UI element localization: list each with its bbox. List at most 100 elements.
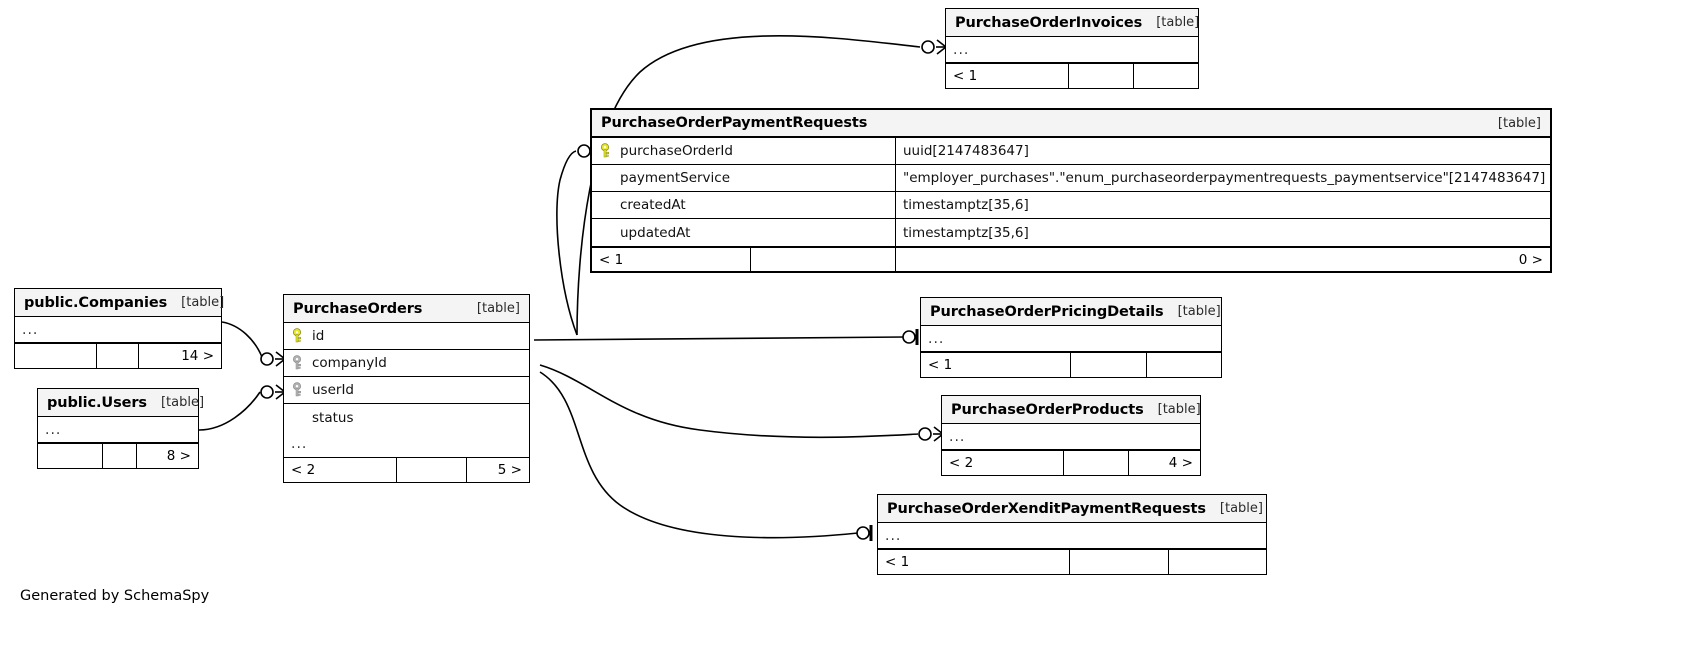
column-name: userId [312, 382, 354, 398]
table-kind-label: [table] [1497, 115, 1541, 131]
footer-incoming-count [15, 344, 97, 368]
table-node-purchase-order-products[interactable]: PurchaseOrderProducts [table] ... < 2 4 … [941, 395, 1201, 476]
column-row[interactable]: purchaseOrderId uuid[2147483647] [592, 138, 1550, 165]
table-node-purchase-orders[interactable]: PurchaseOrders [table] id [283, 294, 530, 483]
column-name-cell: paymentService [592, 165, 896, 191]
footer-middle-cell [1071, 353, 1147, 377]
column-row[interactable]: status [284, 404, 529, 431]
table-node-purchase-order-pricing-details[interactable]: PurchaseOrderPricingDetails [table] ... … [920, 297, 1222, 378]
table-footer: < 1 0 > [592, 246, 1550, 271]
edge-users-purchaseorders [198, 391, 261, 431]
edge-purchaseorders-products [539, 364, 919, 439]
footer-outgoing-count [1134, 64, 1198, 88]
table-node-purchase-order-payment-requests[interactable]: PurchaseOrderPaymentRequests [table] [590, 108, 1552, 273]
table-columns-ellipsis: ... [291, 436, 308, 452]
column-name-cell: id [284, 323, 529, 349]
footer-outgoing-count: 5 > [497, 462, 522, 478]
edge-purchaseorders-paymentrequests [556, 150, 578, 336]
table-title-bar: PurchaseOrders [table] [284, 295, 529, 323]
footer-incoming-count: < 2 [284, 458, 397, 482]
column-name: companyId [312, 355, 387, 371]
column-name: updatedAt [620, 224, 691, 241]
table-columns-ellipsis: ... [38, 417, 198, 443]
column-type: timestamptz[35,6] [903, 197, 1029, 213]
table-kind-label: [table] [181, 295, 225, 310]
table-node-purchase-order-xendit-payment-requests[interactable]: PurchaseOrderXenditPaymentRequests [tabl… [877, 494, 1267, 575]
table-footer: 14 > [15, 343, 221, 368]
footer-incoming-count [38, 444, 103, 468]
column-type: "employer_purchases"."enum_purchaseorder… [903, 170, 1546, 186]
table-kind-label: [table] [160, 395, 205, 410]
table-title-bar: public.Companies [table] [15, 289, 225, 317]
table-title-bar: PurchaseOrderXenditPaymentRequests [tabl… [878, 495, 1266, 523]
table-name: PurchaseOrders [293, 300, 423, 317]
column-name-cell: updatedAt [592, 219, 896, 246]
table-node-purchase-order-invoices[interactable]: PurchaseOrderInvoices [table] ... < 1 [945, 8, 1199, 89]
generator-credit: Generated by SchemaSpy [20, 588, 210, 604]
table-footer: < 2 4 > [942, 450, 1200, 475]
foreign-key-icon [292, 382, 305, 398]
column-row[interactable]: paymentService "employer_purchases"."enu… [592, 165, 1550, 192]
table-footer: < 1 [878, 549, 1266, 574]
column-name: createdAt [620, 197, 686, 213]
column-type: uuid[2147483647] [903, 143, 1029, 159]
no-key-icon [292, 410, 305, 426]
table-title-bar: public.Users [table] [38, 389, 204, 417]
table-node-public-companies[interactable]: public.Companies [table] ... 14 > [14, 288, 225, 369]
table-kind-label: [table] [1177, 304, 1221, 319]
table-title-bar: PurchaseOrderPaymentRequests [table] [592, 110, 1550, 138]
footer-middle-cell [97, 344, 139, 368]
column-name: paymentService [620, 170, 731, 186]
table-footer: 8 > [38, 443, 198, 468]
footer-outgoing-count [1169, 550, 1266, 574]
table-footer: < 1 [921, 352, 1221, 377]
footer-incoming-count: < 1 [878, 550, 1070, 574]
footer-incoming-count: < 1 [921, 353, 1071, 377]
footer-middle-cell [397, 458, 467, 482]
footer-incoming-count: < 1 [592, 248, 751, 271]
table-footer: < 1 [946, 63, 1198, 88]
column-name-cell: userId [284, 377, 529, 403]
footer-middle-cell [751, 248, 896, 271]
column-name-cell: purchaseOrderId [592, 138, 896, 164]
table-name: PurchaseOrderPaymentRequests [601, 115, 868, 131]
table-kind-label: [table] [1219, 501, 1263, 516]
footer-outgoing-count: 4 > [1168, 455, 1193, 471]
footer-incoming-count: < 1 [946, 64, 1069, 88]
column-name-cell: companyId [284, 350, 529, 376]
primary-key-icon [600, 143, 613, 159]
column-name: purchaseOrderId [620, 143, 733, 159]
footer-outgoing-count: 8 > [166, 448, 191, 464]
footer-outgoing-count: 14 > [181, 348, 214, 364]
table-columns-ellipsis: ... [921, 326, 1221, 352]
table-kind-label: [table] [1157, 402, 1201, 417]
table-name: PurchaseOrderProducts [951, 401, 1144, 418]
footer-middle-cell [1070, 550, 1169, 574]
table-columns: purchaseOrderId uuid[2147483647] payment… [592, 138, 1550, 246]
column-row[interactable]: updatedAt timestamptz[35,6] [592, 219, 1550, 246]
footer-middle-cell [1069, 64, 1134, 88]
column-row[interactable]: userId [284, 377, 529, 404]
column-row[interactable]: createdAt timestamptz[35,6] [592, 192, 1550, 219]
column-name: id [312, 328, 325, 344]
table-title-bar: PurchaseOrderProducts [table] [942, 396, 1201, 424]
footer-middle-cell [1064, 451, 1129, 475]
table-node-public-users[interactable]: public.Users [table] ... 8 > [37, 388, 204, 469]
table-name: public.Users [47, 394, 147, 411]
column-row[interactable]: companyId [284, 350, 529, 377]
column-name-cell: status [284, 404, 529, 431]
table-columns: id companyId [284, 323, 529, 431]
table-name: PurchaseOrderPricingDetails [930, 303, 1164, 320]
column-name-cell: createdAt [592, 192, 896, 218]
table-columns-ellipsis: ... [878, 523, 1266, 549]
table-kind-label: [table] [476, 301, 520, 316]
column-row[interactable]: id [284, 323, 529, 350]
no-key-icon [600, 197, 613, 213]
edge-purchaseorders-pricingdetails [533, 336, 906, 341]
foreign-key-icon [292, 355, 305, 371]
footer-outgoing-count [1147, 353, 1221, 377]
table-name: public.Companies [24, 294, 168, 311]
table-footer: < 2 5 > [284, 457, 529, 482]
